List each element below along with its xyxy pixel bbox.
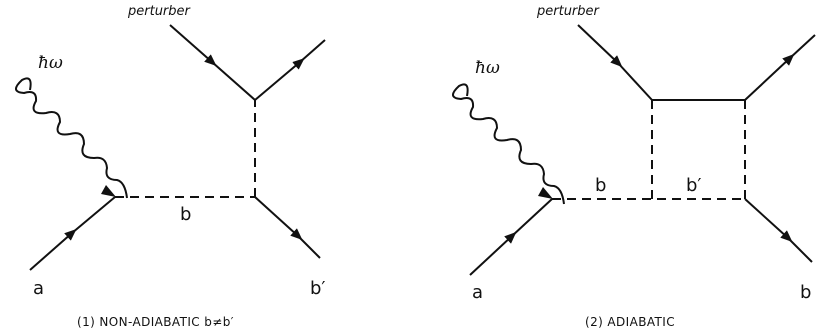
state-b-prime-label-1: b′	[310, 278, 326, 299]
perturber-out-line-1b	[299, 39, 326, 63]
perturber-in-line-1	[169, 24, 217, 66]
caption-2: (2) ADIABATIC	[585, 315, 675, 329]
state-b-label-1: b	[180, 204, 192, 225]
state-b-prime-label-2: b′	[686, 175, 702, 196]
perturber-label-1: perturber	[128, 4, 190, 19]
photon-label-2: ħω	[475, 58, 500, 78]
perturber-in-line-1b	[211, 61, 256, 101]
perturber-out-line-2	[744, 53, 795, 101]
incoming-a-line-2b	[511, 198, 553, 237]
photon-wavy-line-2	[452, 83, 565, 205]
caption-1: (1) NON-ADIABATIC b≠b′	[77, 315, 234, 329]
photon-arrowhead-2	[538, 187, 553, 199]
perturber-out-line-1	[254, 58, 305, 101]
incoming-a-line-1b	[71, 196, 116, 234]
perturber-out-line-2b	[789, 34, 816, 59]
perturber-label-2: perturber	[537, 4, 599, 19]
photon-label-1: ħω	[38, 53, 63, 73]
outgoing-b-line-2b	[787, 237, 813, 263]
photon-wavy-line-1	[15, 77, 128, 199]
diagram-1	[15, 24, 326, 271]
outgoing-b-line-2	[744, 198, 793, 243]
outgoing-b-prime-line-1b	[297, 235, 321, 259]
state-b-final-label-2: b	[800, 282, 812, 303]
outgoing-b-prime-line-1	[254, 196, 303, 241]
perturber-in-line-2b	[617, 62, 653, 101]
perturber-in-line-2	[577, 24, 623, 68]
state-b-label-2: b	[595, 175, 607, 196]
incoming-a-line-2	[469, 231, 517, 276]
state-a-label-1: a	[33, 278, 45, 299]
photon-arrowhead-1	[101, 185, 116, 197]
state-a-label-2: a	[472, 282, 484, 303]
incoming-a-line-1	[29, 229, 77, 271]
diagram-2	[452, 24, 816, 276]
